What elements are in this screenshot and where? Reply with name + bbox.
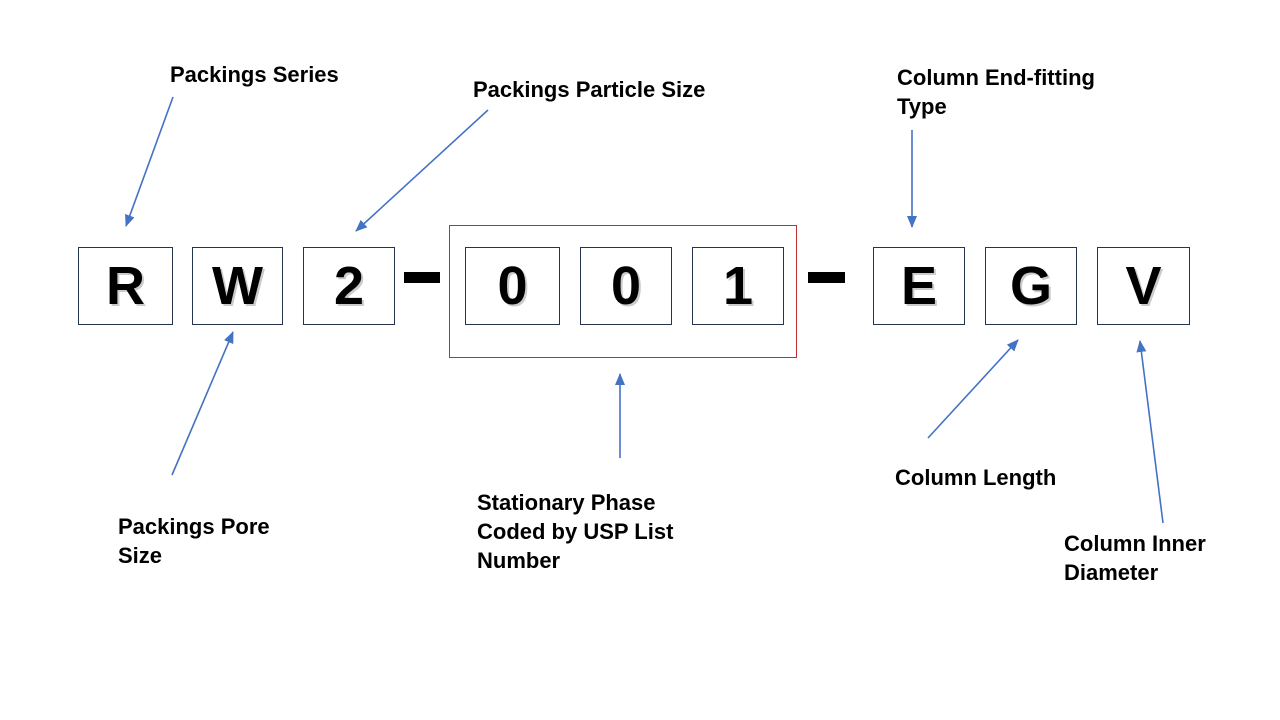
code-box-column-length: G	[985, 247, 1077, 325]
label-column-length: Column Length	[895, 465, 1057, 490]
code-char: E	[900, 256, 938, 316]
code-box-packings-series: R	[78, 247, 173, 325]
code-box-usp-digit-3: 1	[692, 247, 784, 325]
label-packings-particle-size: Packings Particle Size	[473, 77, 706, 102]
code-char: 2	[333, 256, 365, 316]
label-column-inner-diameter: Column Inner Diameter	[1064, 531, 1206, 585]
code-char: 0	[497, 256, 528, 316]
label-packings-pore-size: Packings Pore Size	[118, 514, 270, 568]
code-char: W	[212, 256, 263, 316]
label-packings-series: Packings Series	[170, 62, 339, 87]
code-separator-1	[404, 272, 440, 283]
code-char: R	[106, 256, 145, 316]
code-char: G	[1009, 256, 1052, 316]
code-box-inner-diameter: V	[1097, 247, 1190, 325]
code-char: 1	[722, 256, 754, 316]
arrow-column-length	[927, 339, 1019, 439]
code-box-particle-size: 2	[303, 247, 395, 325]
code-box-pore-size: W	[192, 247, 283, 325]
code-char: 0	[610, 256, 642, 316]
arrow-packings-pore-size	[171, 331, 234, 476]
label-column-end-fitting-type: Column End-fitting Type	[897, 65, 1095, 119]
label-stationary-phase-usp: Stationary Phase Coded by USP List Numbe…	[477, 490, 674, 573]
arrow-packings-series	[125, 96, 174, 227]
code-char: V	[1125, 256, 1162, 316]
arrow-packings-particle-size	[355, 109, 489, 232]
code-box-usp-digit-2: 0	[580, 247, 672, 325]
arrow-column-inner-diameter	[1136, 340, 1164, 524]
code-separator-2	[808, 272, 845, 283]
usp-code-highlight-box	[449, 225, 797, 358]
code-box-usp-digit-1: 0	[465, 247, 560, 325]
code-box-end-fitting: E	[873, 247, 965, 325]
